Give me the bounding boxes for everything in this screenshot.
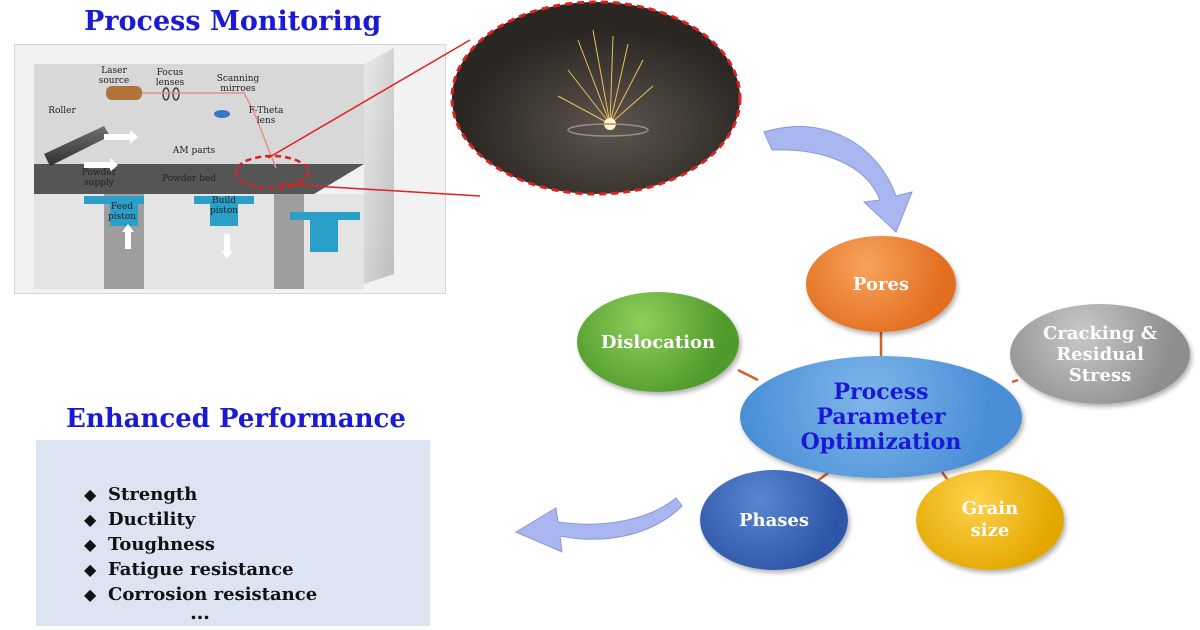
label-build-piston: Build piston <box>209 196 239 216</box>
node-dislocation-label: Dislocation <box>600 331 716 353</box>
connector-cracking <box>1011 378 1019 384</box>
performance-ellipsis: … <box>190 600 210 624</box>
label-am-parts: AM parts <box>172 146 216 156</box>
diamond-bullet-icon: ◆ <box>84 585 97 604</box>
node-pores: Pores <box>806 236 956 332</box>
node-center-label: Process Parameter Optimization <box>800 378 962 455</box>
node-phases-label: Phases <box>738 509 809 531</box>
process-monitoring-title: Process Monitoring <box>84 6 382 37</box>
list-item: ◆ Ductility <box>84 507 317 532</box>
performance-item-label: Toughness <box>108 534 215 555</box>
list-item: ◆ Strength <box>84 482 317 507</box>
label-focus-lenses: Focus lenses <box>155 68 185 88</box>
node-process-parameter-optimization: Process Parameter Optimization <box>740 356 1022 478</box>
diamond-bullet-icon: ◆ <box>84 510 97 529</box>
list-item: ◆ Toughness <box>84 532 317 557</box>
node-phases: Phases <box>700 470 848 570</box>
node-pores-label: Pores <box>852 273 910 295</box>
label-laser-source: Laser source <box>98 66 130 86</box>
enhanced-performance-title: Enhanced Performance <box>66 404 406 434</box>
list-item: ◆ Corrosion resistance <box>84 582 317 607</box>
label-powder-bed: Powder bed <box>162 174 216 184</box>
label-f-theta-lens: F-Theta lens <box>248 106 284 126</box>
performance-item-label: Fatigue resistance <box>108 559 294 580</box>
label-roller: Roller <box>48 106 76 116</box>
node-grain-size: Grain size <box>916 470 1064 570</box>
diamond-bullet-icon: ◆ <box>84 560 97 579</box>
node-cracking-residual-stress: Cracking & Residual Stress <box>1010 304 1190 404</box>
label-scanning-mirrors: Scanning mirroes <box>216 74 260 94</box>
connector-dislocation <box>737 368 759 382</box>
performance-list: ◆ Strength ◆ Ductility ◆ Toughness ◆ Fatigue… <box>84 482 317 607</box>
arrow-to-performance <box>514 497 683 553</box>
node-grain-label: Grain size <box>961 498 1019 541</box>
label-powder-supply: Powder supply <box>81 168 117 188</box>
label-feed-piston: Feed piston <box>107 202 137 222</box>
diamond-bullet-icon: ◆ <box>84 535 97 554</box>
node-cracking-label: Cracking & Residual Stress <box>1043 322 1157 386</box>
list-item: ◆ Fatigue resistance <box>84 557 317 582</box>
node-dislocation: Dislocation <box>577 292 739 392</box>
laser-melting-spark-photo <box>450 0 742 196</box>
performance-item-label: Ductility <box>108 509 196 530</box>
diamond-bullet-icon: ◆ <box>84 485 97 504</box>
performance-box <box>36 440 430 626</box>
arrow-to-optimization <box>763 126 913 233</box>
powder-bed-machine-illustration: Laser source Focus lenses Scanning mirro… <box>14 44 446 294</box>
performance-item-label: Corrosion resistance <box>108 584 318 605</box>
performance-item-label: Strength <box>108 484 198 505</box>
